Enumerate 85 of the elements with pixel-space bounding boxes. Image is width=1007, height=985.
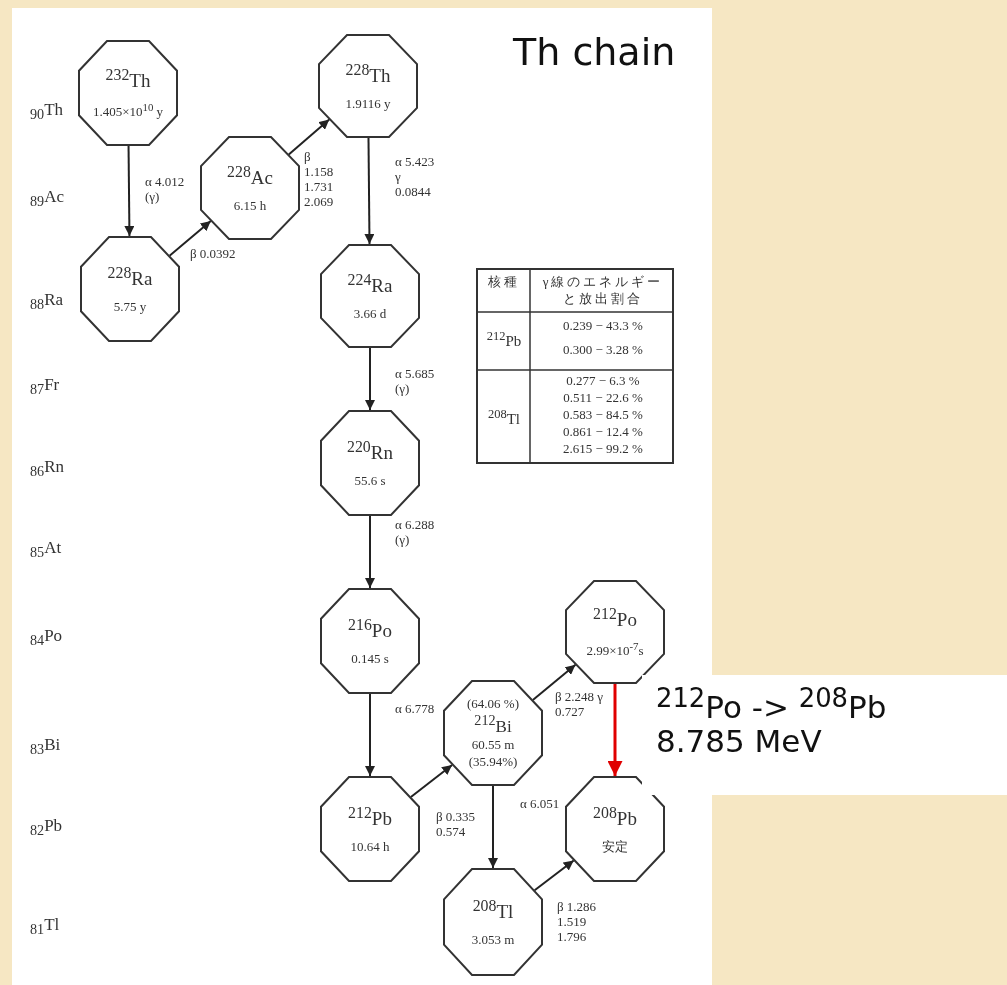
decay-energy-label: β 0.0392 [190,247,237,262]
nuclide-octagon [443,680,543,786]
element-row-label: $_{85}$At [30,538,62,562]
nuclide-cell-text: $^{212}$Pb [485,328,523,351]
gamma-energy-cell-text: 0.511 − 22.6 % [562,390,644,407]
decay-energy-label: β 1.158 1.731 2.069 [304,150,335,210]
node-text: 5.75 y [113,298,147,316]
node-text: 60.55 m [471,737,515,754]
nuclide-octagon [565,776,665,882]
nuclide-cell-text: $^{208}$Tl [486,406,522,429]
nuclide-octagon [318,34,418,138]
nuclide-octagon [320,588,420,694]
node-text: 3.053 m [471,931,515,949]
node-text: 6.15 h [233,197,267,215]
node-text: 安定 [602,838,628,856]
gamma-energy-cell-text: 0.861 − 12.4 % [562,424,644,441]
element-row-label: $_{81}$Tl [30,915,60,939]
nuclide-symbol: $^{232}$Th [105,65,151,94]
element-row-label: $_{86}$Rn [30,457,64,481]
gamma-energy-cell-text: 2.615 − 99.2 % [562,441,644,458]
decay-energy-label: α 4.012 (γ) [145,175,186,205]
node-text: 0.145 s [351,650,389,668]
element-row-label: $_{84}$Po [30,626,63,650]
nuclide-symbol: $^{208}$Tl [472,895,514,924]
decay-arrow [364,137,375,245]
nuclide-octagon [78,40,178,146]
node-text: 10.64 h [350,838,390,856]
nuclide-octagon [320,776,420,882]
nuclide-symbol: $^{224}$Ra [347,269,393,298]
decay-arrow [365,693,375,777]
nuclide-symbol: $^{208}$Pb [593,802,637,831]
node-text: 2.99×10$^{-7}$s [586,640,644,660]
nuclide-octagon [565,580,665,684]
decay-arrow [365,515,375,589]
node-text: 3.66 d [353,305,387,323]
nuclide-symbol: $^{228}$Th [345,59,391,88]
nuclide-symbol: $^{212}$Bi [474,712,512,738]
gamma-energy-cell-text: 0.277 − 6.3 % [565,373,641,390]
nuclide-symbol: $^{212}$Pb [348,802,392,831]
decay-arrow [409,763,454,799]
decay-arrow [168,220,212,257]
decay-arrow [531,663,577,701]
nuclide-symbol: $^{228}$Ra [107,262,153,291]
decay-annotation: $^{212}$Po -> $^{208}$Pb [656,683,887,726]
gamma-energy-cell-text: 0.583 − 84.5 % [562,407,644,424]
nuclide-octagon [320,244,420,348]
decay-arrow [533,859,575,892]
nuclide-octagon [80,236,180,342]
decay-energy-label: α 6.288 (γ) [395,518,435,548]
decay-energy-label: α 6.778 [395,702,436,717]
nuclide-symbol: $^{220}$Rn [347,436,393,465]
decay-arrow [287,118,331,156]
nuclide-symbol: $^{216}$Po [348,614,392,643]
diagram-title: Th chain [513,30,676,74]
decay-energy-label: α 5.423 γ 0.0844 [395,155,436,200]
element-row-label: $_{87}$Fr [30,375,60,399]
element-row-label: $_{88}$Ra [30,290,64,314]
element-row-label: $_{89}$Ac [30,187,64,211]
element-row-label: $_{83}$Bi [30,735,61,759]
decay-energy-label: β 0.335 0.574 [436,810,477,840]
element-row-label: $_{90}$Th [30,100,64,124]
nuclide-octagon [320,410,420,516]
nuclide-symbol: $^{212}$Po [593,604,637,633]
decay-energy-label: β 1.286 1.519 1.796 [557,900,598,945]
node-text: 55.6 s [354,472,386,490]
decay-arrow [607,684,623,776]
decay-energy-label: β 2.248 γ 0.727 [555,690,605,720]
node-text: (64.06 %) [467,696,519,713]
node-text: 1.9116 y [345,95,391,113]
nuclide-symbol: $^{228}$Ac [227,161,273,190]
decay-energy-annotation: 8.785 MeV [656,723,822,759]
element-row-label: $_{82}$Pb [30,816,63,840]
node-text: 1.405×10$^{10}$ y [92,101,164,121]
table-header: γ線のエネルギーと放出割合 [541,274,665,308]
nuclide-octagon [443,868,543,976]
decay-energy-label: α 6.051 [520,797,561,812]
decay-energy-label: α 5.685 (γ) [395,367,435,397]
decay-arrow [488,785,498,869]
gamma-energy-cell-text: 0.300 − 3.28 % [562,342,644,359]
node-text: (35.94%) [468,753,518,770]
decay-arrow [365,347,375,411]
nuclide-octagon [200,136,300,240]
table-header: 核種 [487,274,521,291]
decay-arrow [124,145,135,237]
gamma-energy-cell-text: 0.239 − 43.3 % [562,318,644,335]
